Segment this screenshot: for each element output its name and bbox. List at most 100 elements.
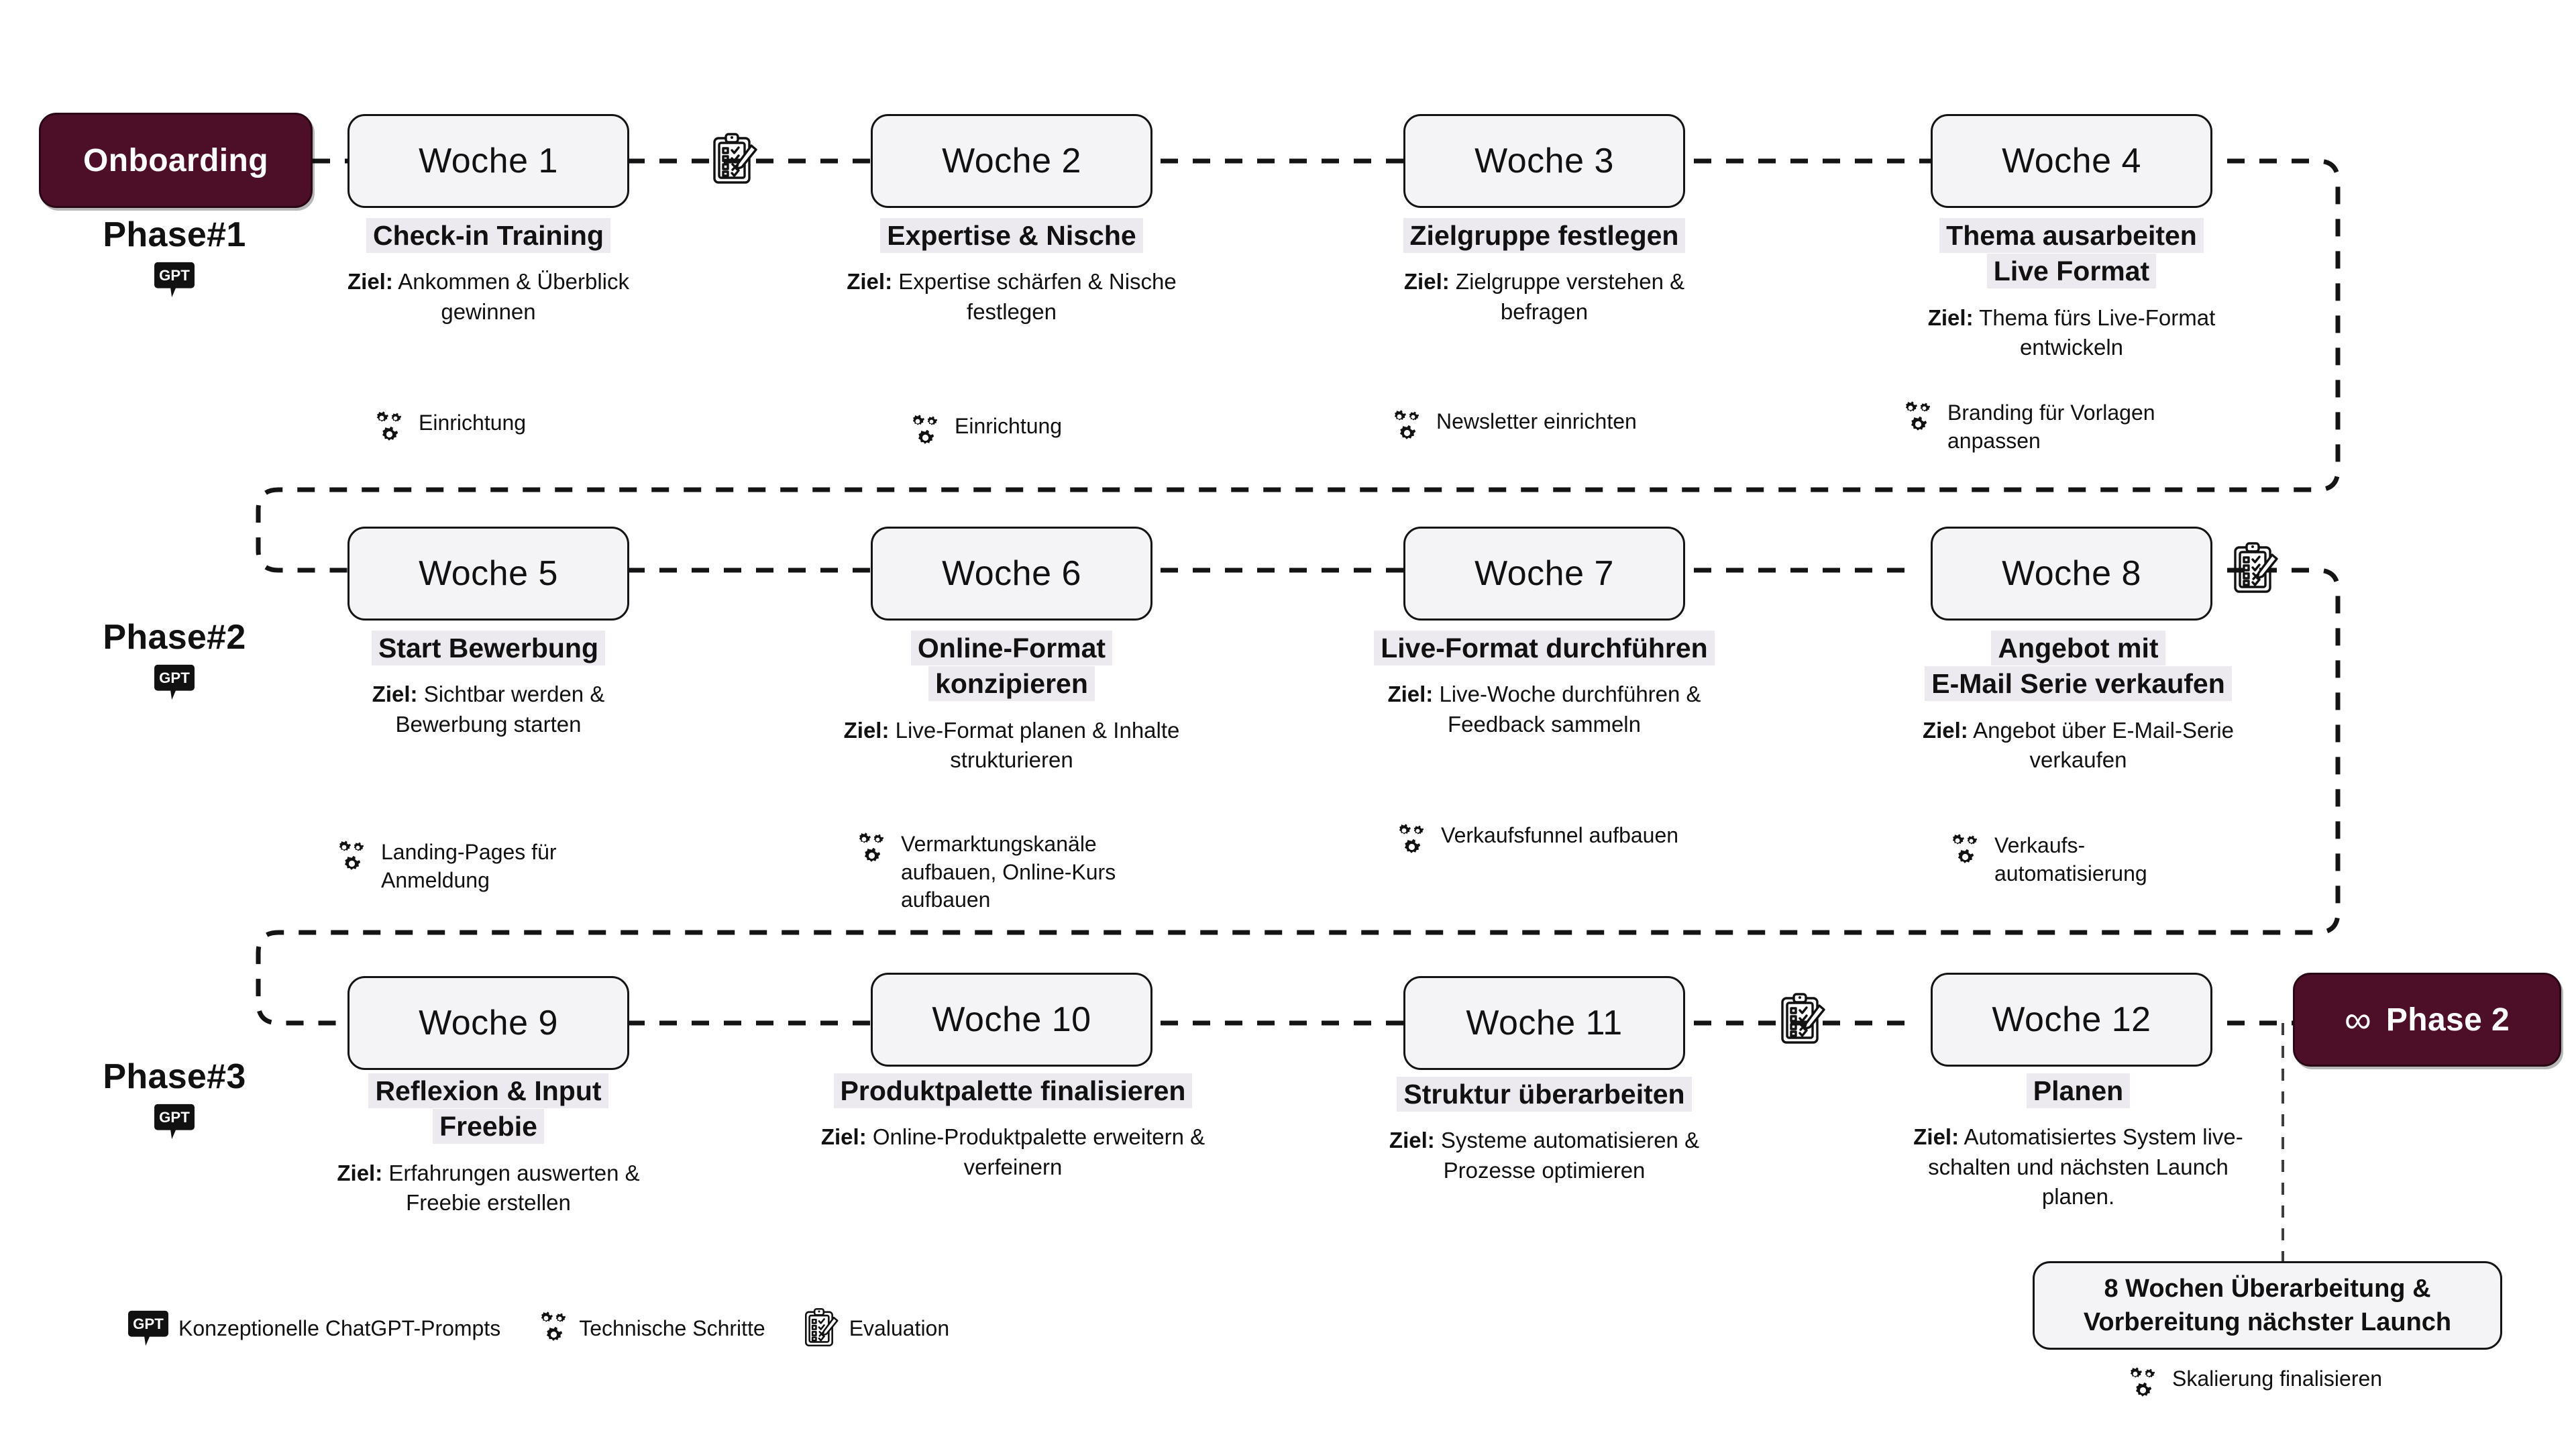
week-goal-8: Ziel: Angebot über E-Mail-Serie verkaufe… [1890, 716, 2266, 775]
week-note-5-text: Landing-Pages für Anmeldung [381, 840, 557, 892]
week-col-12: Planen Ziel: Automatisiertes System live… [1890, 1073, 2266, 1212]
week-title-12: Planen [2026, 1073, 2131, 1108]
week-goal-2: Ziel: Expertise schärfen & Nische festle… [837, 267, 1186, 326]
goal-label-3: Ziel: [1403, 269, 1450, 294]
week-card-4-label: Woche 4 [2002, 142, 2141, 180]
week-card-9[interactable]: Woche 9 [347, 976, 629, 1070]
week-card-12[interactable]: Woche 12 [1931, 973, 2212, 1067]
week-goal-5: Ziel: Sichtbar werden & Bewerbung starte… [314, 680, 663, 739]
phase-label-1: Phase#1 GPT [74, 215, 275, 299]
week-card-8-label: Woche 8 [2002, 554, 2141, 593]
week-note-5: Landing-Pages für Anmeldung [335, 839, 617, 894]
week-note-6: Vermarktungskanäle aufbauen, Online-Kurs… [855, 830, 1157, 914]
phase-2-pill[interactable]: ∞ Phase 2 [2293, 973, 2561, 1067]
gears-icon [541, 1311, 566, 1341]
goal-text-9: Erfahrungen auswerten & Freebie erstelle… [388, 1160, 640, 1215]
week-title-1: Check-in Training [366, 218, 610, 253]
week-note-3-text: Newsletter einrichten [1436, 409, 1637, 433]
goal-text-3: Zielgruppe verstehen & befragen [1455, 269, 1685, 324]
clipboard-icon [804, 1307, 839, 1347]
goal-label-11: Ziel: [1389, 1128, 1435, 1153]
week-card-7[interactable]: Woche 7 [1403, 527, 1685, 621]
week-card-11[interactable]: Woche 11 [1403, 976, 1685, 1070]
week-col-3: Zielgruppe festlegen Ziel: Zielgruppe ve… [1370, 218, 1719, 327]
week-goal-4: Ziel: Thema fürs Live-Format entwickeln [1897, 303, 2246, 362]
week-card-5-label: Woche 5 [419, 554, 558, 593]
phase-label-3: Phase#3 GPT [74, 1057, 275, 1141]
week-col-1: Check-in Training Ziel: Ankommen & Überb… [314, 218, 663, 327]
goal-text-10: Online-Produktpalette erweitern & verfei… [872, 1124, 1205, 1179]
end-note-box[interactable]: 8 Wochen Überarbeitung &Vorbereitung näc… [2033, 1261, 2502, 1350]
week-col-5: Start Bewerbung Ziel: Sichtbar werden & … [314, 631, 663, 739]
gears-icon [1394, 410, 1419, 439]
gpt-icon: GPT [154, 262, 195, 298]
gpt-icon: GPT [128, 1310, 168, 1346]
week-card-8[interactable]: Woche 8 [1931, 527, 2212, 621]
legend-item-gears: Technische Schritte [537, 1311, 765, 1346]
gears-icon [912, 415, 938, 444]
goal-text-11: Systeme automatisieren & Prozesse optimi… [1440, 1128, 1700, 1183]
week-col-2: Expertise & Nische Ziel: Expertise schär… [837, 218, 1186, 327]
goal-label-6: Ziel: [843, 717, 890, 743]
goal-label-1: Ziel: [347, 269, 393, 294]
week-card-1[interactable]: Woche 1 [347, 114, 629, 208]
gears-icon [376, 411, 402, 441]
week-title-3: Zielgruppe festlegen [1403, 218, 1686, 253]
gears-icon [1905, 401, 1931, 431]
legend-label-gpt: Konzeptionelle ChatGPT-Prompts [178, 1316, 501, 1340]
week-card-6-label: Woche 6 [942, 554, 1081, 593]
end-note-gear-text: Skalierung finalisieren [2172, 1366, 2383, 1391]
week-card-10[interactable]: Woche 10 [871, 973, 1152, 1067]
week-note-7-text: Verkaufsfunnel aufbauen [1441, 823, 1679, 847]
clipboard-icon [713, 133, 757, 184]
week-note-6-text: Vermarktungskanäle aufbauen, Online-Kurs… [901, 832, 1116, 912]
week-goal-3: Ziel: Zielgruppe verstehen & befragen [1370, 267, 1719, 326]
week-note-8: Verkaufs-automatisierung [1949, 832, 2217, 888]
goal-label-12: Ziel: [1913, 1124, 1960, 1150]
week-card-4[interactable]: Woche 4 [1931, 114, 2212, 208]
week-card-5[interactable]: Woche 5 [347, 527, 629, 621]
goal-text-5: Sichtbar werden & Bewerbung starten [395, 682, 605, 737]
onboarding-pill-label: Onboarding [83, 142, 268, 178]
phase-2-pill-label: Phase 2 [2385, 1002, 2510, 1038]
week-card-3[interactable]: Woche 3 [1403, 114, 1685, 208]
goal-text-8: Angebot über E-Mail-Serie verkaufen [1973, 717, 2235, 772]
phase-label-1-text: Phase#1 [103, 215, 246, 254]
week-card-2[interactable]: Woche 2 [871, 114, 1152, 208]
week-col-7: Live-Format durchführen Ziel: Live-Woche… [1356, 631, 1732, 739]
goal-text-1: Ankommen & Überblick gewinnen [398, 269, 629, 324]
week-col-11: Struktur überarbeiten Ziel: Systeme auto… [1356, 1077, 1732, 1185]
week-card-6[interactable]: Woche 6 [871, 527, 1152, 621]
legend-label-gears: Technische Schritte [579, 1316, 765, 1340]
goal-text-6: Live-Format planen & Inhalte strukturier… [895, 717, 1180, 772]
week-note-2: Einrichtung [909, 413, 1191, 447]
phase-label-3-text: Phase#3 [103, 1057, 246, 1096]
goal-label-9: Ziel: [337, 1160, 383, 1185]
week-note-3: Newsletter einrichten [1391, 408, 1706, 443]
week-note-4: Branding für Vorlagen anpassen [1902, 399, 2217, 455]
week-note-2-text: Einrichtung [955, 414, 1063, 438]
week-goal-6: Ziel: Live-Format planen & Inhalte struk… [837, 716, 1186, 775]
goal-label-7: Ziel: [1387, 682, 1434, 707]
legend-label-clipboard: Evaluation [849, 1316, 950, 1340]
week-title-2: Expertise & Nische [880, 218, 1143, 253]
week-goal-10: Ziel: Online-Produktpalette erweitern & … [815, 1122, 1211, 1181]
week-card-2-label: Woche 2 [942, 142, 1081, 180]
infinity-icon: ∞ [2344, 998, 2371, 1040]
week-goal-7: Ziel: Live-Woche durchführen & Feedback … [1356, 680, 1732, 739]
goal-text-4: Thema fürs Live-Format entwickeln [1979, 305, 2216, 360]
svg-text:GPT: GPT [133, 1316, 164, 1332]
onboarding-pill[interactable]: Onboarding [39, 113, 313, 208]
week-card-3-label: Woche 3 [1474, 142, 1614, 180]
week-note-4-text: Branding für Vorlagen anpassen [1947, 400, 2155, 453]
goal-label-2: Ziel: [847, 269, 893, 294]
clipboard-icon [1781, 993, 1825, 1044]
goal-text-2: Expertise schärfen & Nische festlegen [898, 269, 1177, 324]
week-goal-1: Ziel: Ankommen & Überblick gewinnen [314, 267, 663, 326]
goal-label-5: Ziel: [372, 682, 418, 707]
end-note-gear-row: Skalierung finalisieren [2127, 1365, 2489, 1400]
week-title-5: Start Bewerbung [371, 631, 606, 665]
